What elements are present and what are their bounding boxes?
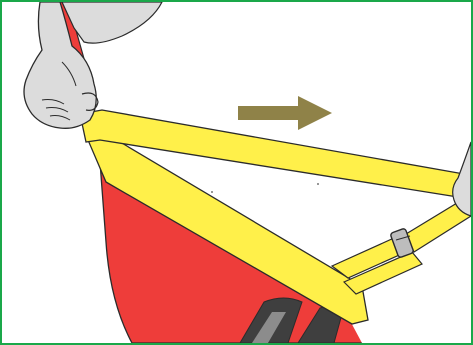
speckle — [211, 191, 213, 193]
right-arrow-icon — [238, 96, 332, 130]
speckle — [317, 183, 319, 185]
